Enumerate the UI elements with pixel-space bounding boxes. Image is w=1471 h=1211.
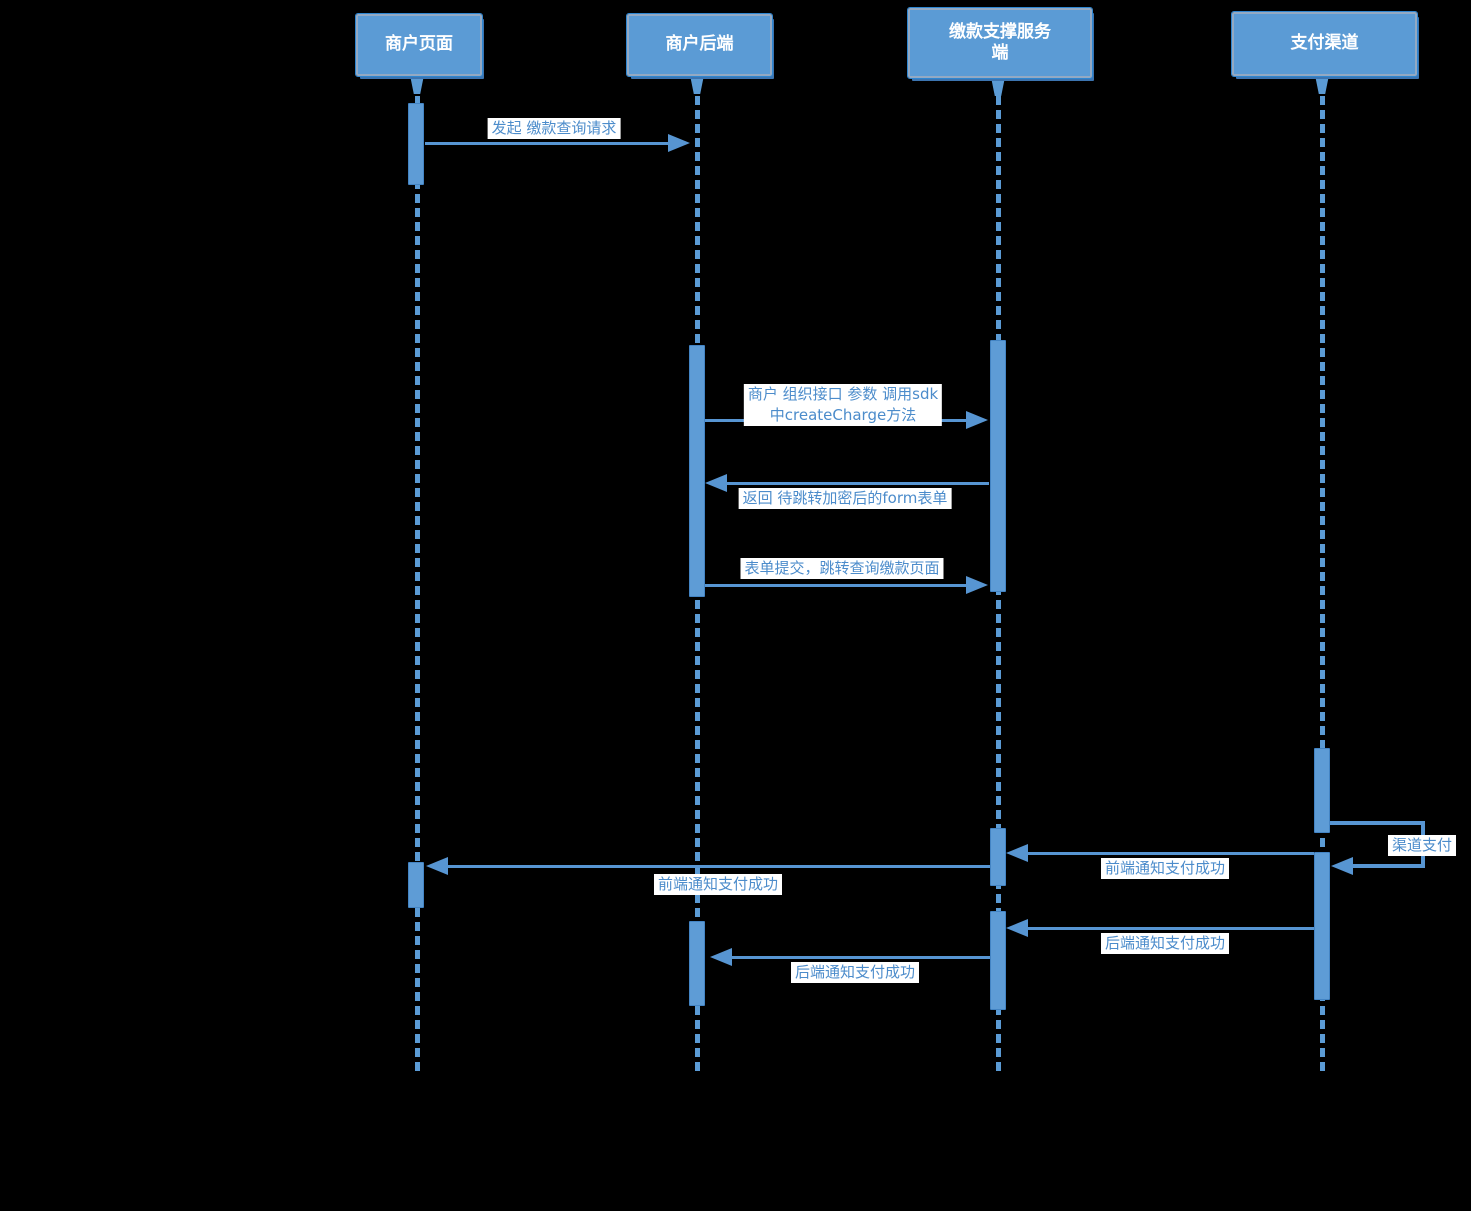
activation-bar (990, 911, 1006, 1010)
arrowhead (426, 857, 448, 875)
message-line (1028, 852, 1314, 855)
activation-bar (990, 340, 1006, 592)
message-label: 表单提交，跳转查询缴款页面 (740, 558, 944, 579)
arrowhead (966, 411, 988, 429)
arrowhead (1006, 919, 1028, 937)
self-message-line-out (1330, 821, 1425, 825)
participant-box-payment-channel: 支付渠道 (1231, 11, 1418, 77)
message-label: 后端通知支付成功 (790, 962, 920, 983)
message-label: 前端通知支付成功 (653, 874, 783, 895)
arrowhead (668, 134, 690, 152)
message-label-line: 商户 组织接口 参数 调用sdk (747, 385, 939, 403)
arrowhead (1006, 844, 1028, 862)
message-label: 发起 缴款查询请求 (487, 118, 621, 139)
participant-box-payment-support-service: 缴款支撑服务端 (907, 7, 1093, 79)
message-label: 渠道支付 (1387, 835, 1457, 856)
activation-bar (408, 103, 424, 185)
lifeline-stub (990, 74, 1006, 96)
participant-name: 商户页面 (385, 34, 453, 55)
activation-bar (689, 921, 705, 1006)
activation-bar (689, 345, 705, 597)
participant-box-merchant-backend: 商户后端 (626, 13, 773, 77)
lifeline-stub (689, 72, 705, 94)
arrowhead (710, 948, 732, 966)
self-message-line-back (1353, 864, 1425, 868)
activation-bar (990, 828, 1006, 886)
message-line (425, 142, 670, 145)
activation-bar (1314, 852, 1330, 1000)
message-label: 后端通知支付成功 (1100, 933, 1230, 954)
message-line (705, 584, 968, 587)
activation-bar (1314, 748, 1330, 833)
message-line (732, 956, 990, 959)
lifeline-stub (1314, 72, 1330, 94)
participant-name: 支付渠道 (1290, 33, 1359, 54)
lifeline-merchant-page (415, 96, 420, 1076)
message-label-line: 中createCharge方法 (769, 406, 917, 424)
arrowhead (966, 576, 988, 594)
lifeline-payment-channel (1320, 96, 1325, 1076)
participant-box-merchant-page: 商户页面 (355, 13, 483, 77)
message-label: 前端通知支付成功 (1100, 858, 1230, 879)
message-line (727, 482, 989, 485)
message-line (448, 865, 990, 868)
lifeline-stub (409, 72, 425, 94)
arrowhead (1331, 857, 1353, 875)
arrowhead (705, 474, 727, 492)
message-line (1028, 927, 1314, 930)
participant-name: 缴款支撑服务端 (949, 21, 1051, 63)
message-label: 商户 组织接口 参数 调用sdk 中createCharge方法 (743, 384, 943, 426)
message-label: 返回 待跳转加密后的form表单 (738, 488, 952, 509)
participant-name: 商户后端 (665, 34, 734, 55)
activation-bar (408, 862, 424, 908)
